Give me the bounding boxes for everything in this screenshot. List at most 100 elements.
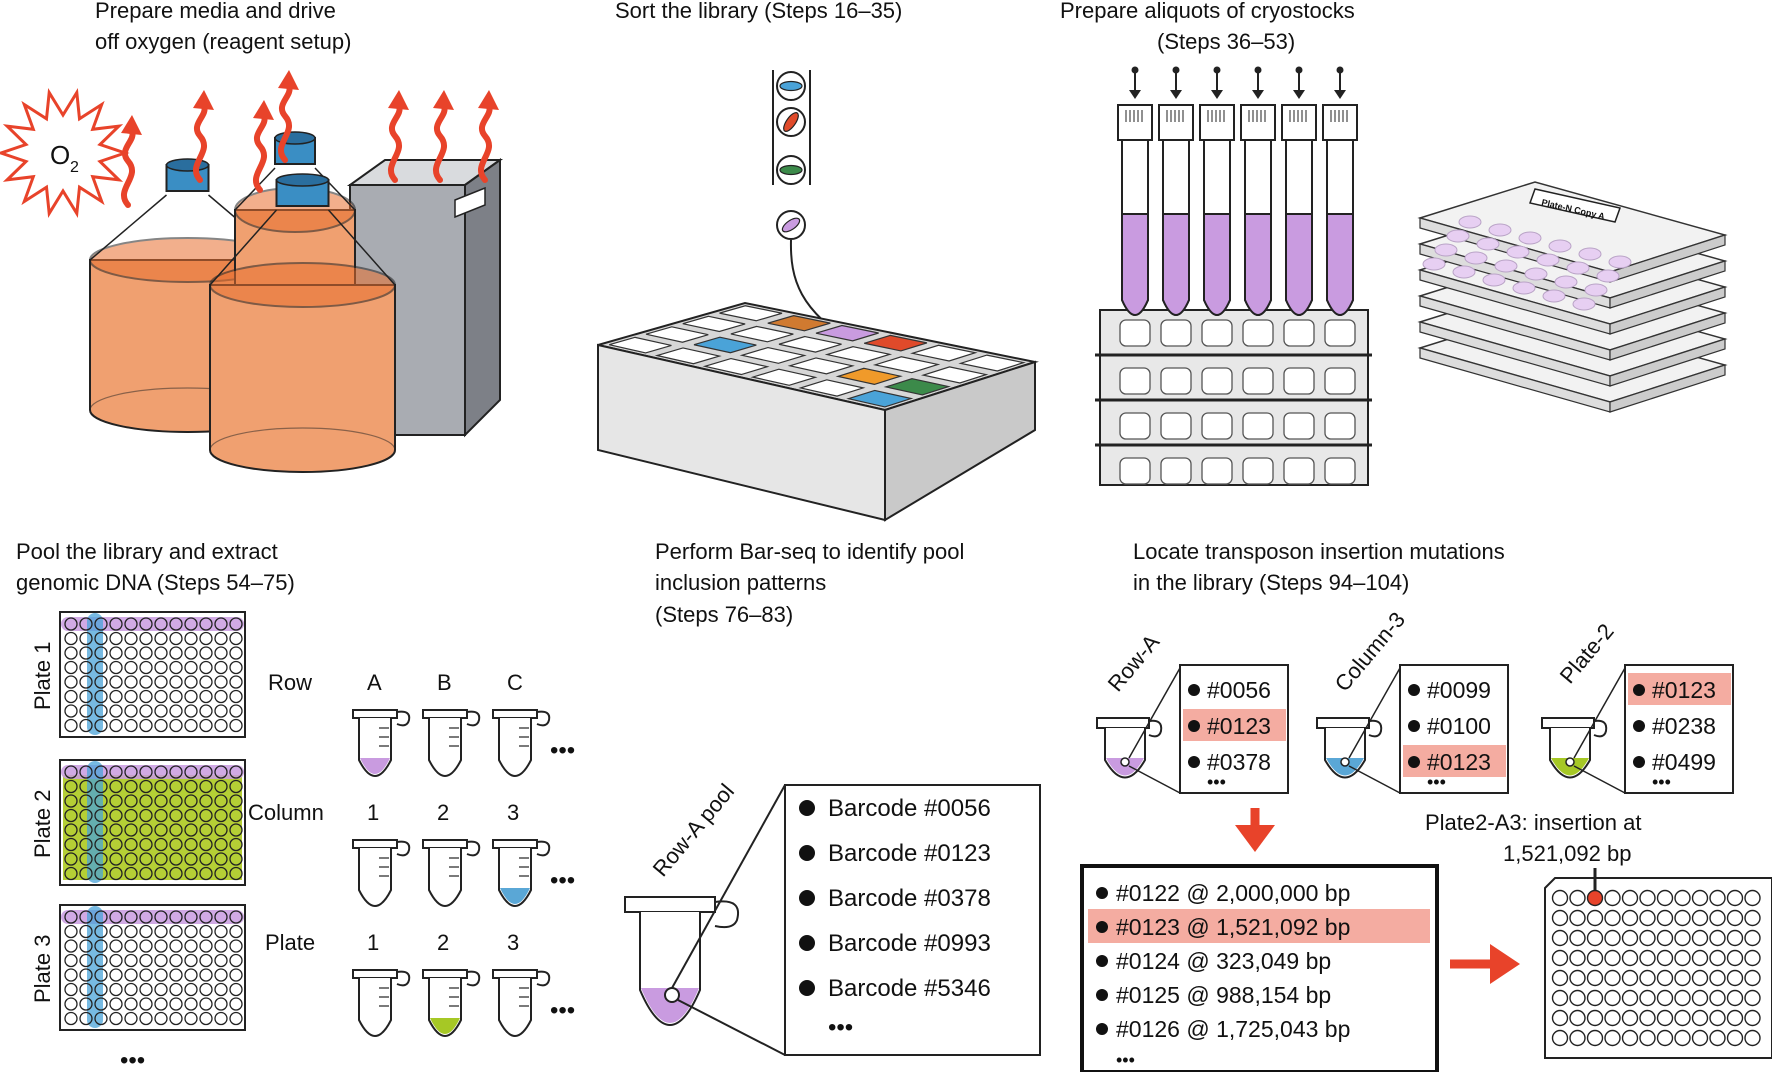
plate-well: [109, 910, 123, 924]
plate-well: [229, 866, 243, 881]
media-title-line1: Prepare media and drive: [95, 0, 336, 23]
plate-well: [139, 823, 153, 837]
cryo-well: [1512, 281, 1536, 295]
oxygen-arrow-7: [478, 90, 499, 183]
plate-well: [214, 852, 228, 866]
plate-well: [229, 939, 243, 953]
plate-well: [169, 808, 183, 823]
locate-illustration: Row-A#0056#0123#0378•••Column-3#0099#010…: [1080, 607, 1772, 1072]
result-well: [1656, 1029, 1674, 1047]
rack-slot: [1160, 412, 1192, 440]
result-well: [1691, 949, 1709, 967]
plate-well: [199, 689, 213, 704]
plate-well: [64, 765, 78, 779]
plate-well: [229, 765, 243, 779]
plate-well: [214, 808, 228, 823]
oxygen-arrow-4: [278, 70, 299, 163]
plate-well: [94, 794, 108, 808]
rack-slot: [1324, 412, 1356, 440]
result-well: [1586, 909, 1604, 927]
plate-well: [214, 924, 228, 939]
result-well: [1551, 889, 1569, 907]
tube-label: Column-3: [1330, 607, 1410, 696]
result-well: [1586, 989, 1604, 1007]
well: [767, 315, 831, 332]
plate-well: [229, 924, 243, 939]
plate-well: [154, 646, 168, 660]
well: [654, 347, 722, 365]
plate-well: [64, 910, 78, 924]
plate-well: [79, 866, 93, 881]
plate-well: [229, 997, 243, 1011]
plate-well: [169, 982, 183, 997]
id-ellipsis: •••: [1427, 772, 1446, 792]
plate-well: [139, 689, 153, 704]
well: [787, 357, 855, 375]
result-well: [1674, 929, 1691, 947]
plate-well: [169, 866, 183, 881]
pool-ellipsis-1: •••: [550, 867, 575, 894]
plate-well: [199, 631, 213, 646]
plate-well: [124, 617, 138, 631]
plate-well: [154, 910, 168, 924]
result-well: [1569, 909, 1586, 927]
plate-well: [199, 765, 213, 779]
plate-row-label: Plate: [265, 930, 315, 955]
header-1-1: 2: [437, 800, 449, 825]
plate-well: [214, 939, 228, 953]
plate-well: [229, 837, 243, 852]
rack-slot: [1242, 367, 1274, 395]
result-well: [1709, 969, 1726, 987]
plate-well: [199, 939, 213, 953]
plate-well: [169, 910, 183, 924]
plate-well: [94, 939, 108, 953]
plate-well: [94, 704, 108, 718]
plate-well: [109, 852, 123, 866]
rack-slot: [1160, 457, 1192, 485]
cryo-well: [1572, 297, 1596, 311]
plate-well: [94, 837, 108, 852]
result-well: [1586, 969, 1604, 987]
plate-well: [214, 953, 228, 968]
cryo-well: [1578, 247, 1602, 261]
result-well: [1674, 1009, 1691, 1027]
plate-well: [109, 675, 123, 689]
insertion-row-2: #0123 @ 1,521,092 bp: [1116, 914, 1350, 940]
plate-well: [109, 953, 123, 968]
plate-well: [169, 779, 183, 794]
result-well: [1656, 1009, 1674, 1027]
result-well: [1674, 1029, 1691, 1047]
barcode-bullet: [799, 845, 815, 861]
result-well: [1639, 989, 1656, 1007]
plate-well: [94, 823, 108, 837]
plate-well: [94, 982, 108, 997]
plate-well: [229, 968, 243, 982]
plate-well: [169, 837, 183, 852]
result-well: [1709, 989, 1726, 1007]
plate-well: [124, 660, 138, 675]
plate-well: [154, 808, 168, 823]
plate-well: [229, 660, 243, 675]
plate-label: Plate 2: [30, 790, 55, 859]
well: [920, 366, 989, 384]
plate-well: [139, 982, 153, 997]
plate-well: [214, 718, 228, 733]
plate-well: [79, 794, 93, 808]
rack-slot: [1324, 319, 1356, 347]
plate-well: [109, 617, 123, 631]
plate-well: [124, 689, 138, 704]
result-well: [1586, 1029, 1604, 1047]
plate-well: [184, 852, 198, 866]
plate-well: [154, 631, 168, 646]
pipette-tip-5: [1281, 66, 1317, 316]
plate-well: [124, 646, 138, 660]
rack-slot: [1242, 319, 1274, 347]
cryo-well: [1506, 245, 1530, 259]
barcode-box: [784, 784, 1041, 1056]
plate-well: [64, 939, 78, 953]
plate-well: [109, 939, 123, 953]
bottle-front: [209, 173, 396, 473]
plate-well: [184, 704, 198, 718]
rack-slot: [1160, 367, 1192, 395]
